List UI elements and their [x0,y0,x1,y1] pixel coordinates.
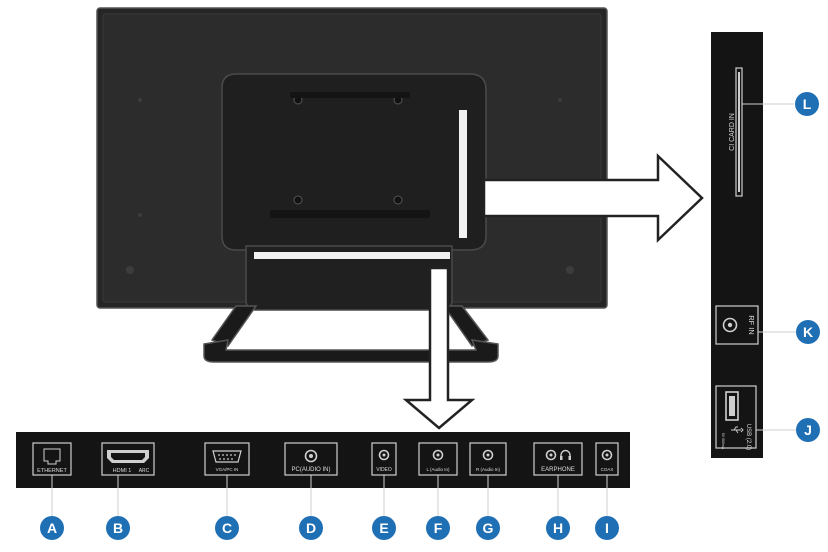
callout-i: I [595,516,619,540]
bottom-connector-panel: ETHERNET HDMI 1 ARC VGA/PC IN PC(AUDIO I… [16,432,630,488]
port-sublabel-usb-power: 5V 500mA [721,433,725,450]
svg-text:G: G [483,520,494,536]
ci-card-slot: CI CARD IN [729,67,743,197]
port-label-vga: VGA/PC IN [216,467,239,472]
earphone-port: EARPHONE [533,442,583,476]
callout-b: B [106,516,130,540]
port-label-video: VIDEO [376,467,392,473]
arrow-right [482,153,704,243]
port-label-coax: COAX [601,467,614,472]
callout-g: G [476,516,500,540]
side-panel-background [711,32,763,458]
hdmi-port: HDMI 1 ARC [101,442,155,476]
tv-center-housing [221,73,487,251]
side-callout-lines [742,103,796,431]
port-label-pc-audio: PC(AUDIO IN) [292,467,331,473]
rf-in-port: RF IN [715,305,759,345]
vent-slots [270,92,430,218]
svg-text:K: K [803,324,813,340]
side-connector-panel: CI CARD IN RF IN USB (2.0) 5V 500mA [711,32,763,458]
callout-c: C [215,516,239,540]
headphone-icon [560,449,571,459]
callout-f: F [426,516,450,540]
callout-d: D [299,516,323,540]
callout-e: E [372,516,396,540]
svg-text:L: L [803,96,812,112]
vga-port: VGA/PC IN [204,442,250,476]
port-label-ethernet: ETHERNET [37,468,67,474]
callout-l: L [795,92,819,116]
callout-a: A [40,516,64,540]
callout-h: H [546,516,570,540]
svg-text:A: A [47,520,57,536]
usb-port: USB (2.0) 5V 500mA [715,385,757,450]
port-label-ci-card: CI CARD IN [729,113,736,151]
callout-k: K [796,320,820,344]
svg-text:J: J [804,422,812,438]
svg-text:I: I [605,520,609,536]
svg-text:F: F [434,520,443,536]
port-label-audio-left: L (Audio In) [426,467,450,472]
tv-back-view [96,7,608,363]
svg-text:D: D [306,520,316,536]
bottom-port-strip [254,252,450,259]
port-label-rf-in: RF IN [747,315,756,335]
svg-text:C: C [222,520,232,536]
port-label-audio-right: R (Audio In) [476,467,501,472]
bottom-panel-background [16,432,630,488]
port-sublabel-arc: ARC [139,468,150,474]
arrow-down [402,266,476,430]
bottom-callout-lines [51,475,608,516]
port-label-earphone: EARPHONE [541,467,575,473]
callout-j: J [796,418,820,442]
svg-text:B: B [113,520,123,536]
side-port-strip [459,110,467,238]
usb-icon [731,426,744,434]
svg-text:H: H [553,520,563,536]
svg-text:E: E [379,520,388,536]
tv-stand [203,305,499,363]
port-label-hdmi: HDMI 1 [113,468,132,474]
port-label-usb: USB (2.0) [745,424,751,450]
